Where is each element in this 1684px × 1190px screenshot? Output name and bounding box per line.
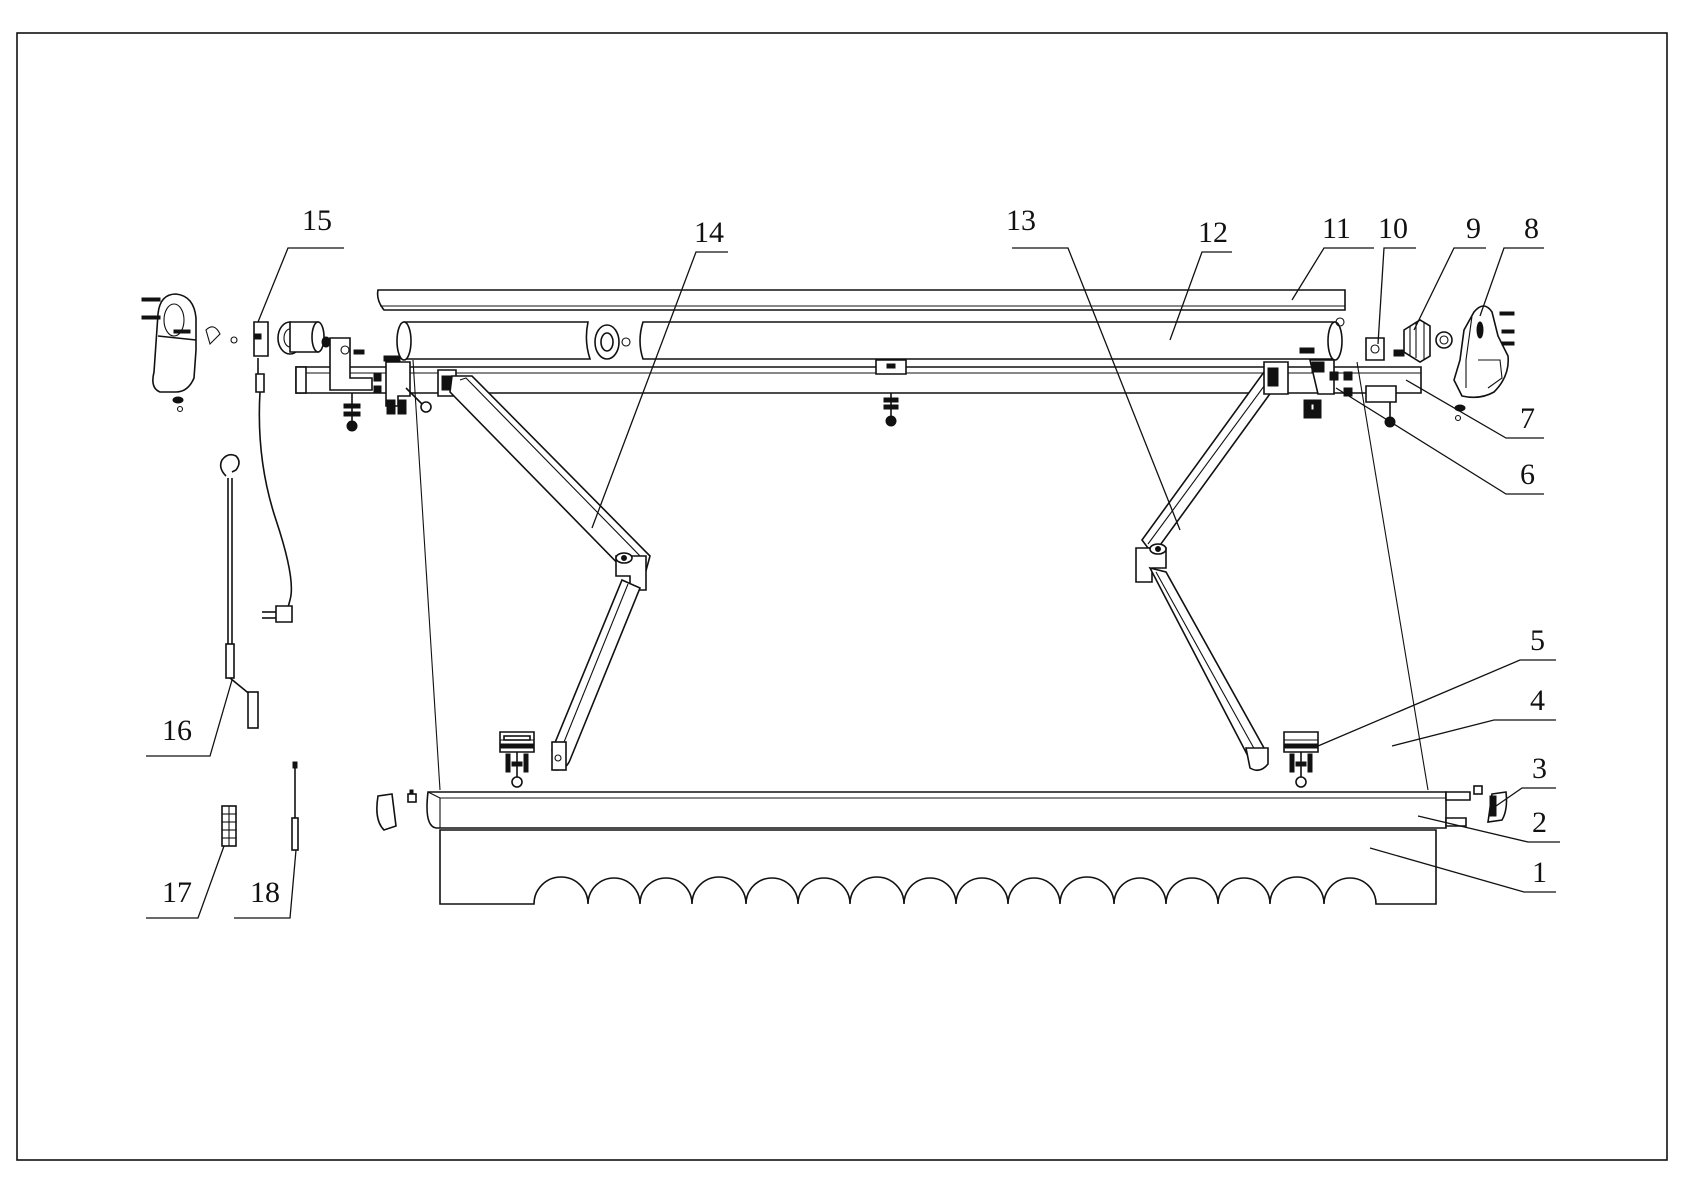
roller-tube-part-12: [396, 321, 1343, 361]
rod-part-18: [291, 761, 299, 851]
callout-7: 7: [1520, 402, 1535, 435]
callout-5: 5: [1530, 624, 1545, 657]
callout-13: 13: [1006, 204, 1036, 237]
callout-15: 15: [302, 204, 332, 237]
right-arm-part-13: [1135, 370, 1282, 772]
callout-1: 1: [1532, 856, 1547, 889]
left-wall-bracket: [329, 337, 401, 432]
callout-10: 10: [1378, 212, 1408, 245]
strap-part-17: [221, 805, 237, 847]
crank-handle-part-16: [219, 453, 259, 729]
fabric-edges: [412, 359, 1429, 791]
callout-labels: 1 2 3 4 5 6 7 8 9 10 11 12 13 14 15 16 1…: [162, 204, 1547, 909]
callout-6: 6: [1520, 458, 1535, 491]
drawing-border: [16, 32, 1668, 1161]
callout-2: 2: [1532, 806, 1547, 839]
leader-lines: [146, 247, 1560, 919]
callout-4: 4: [1530, 684, 1545, 717]
callout-14: 14: [694, 216, 724, 249]
callout-16: 16: [162, 714, 192, 747]
right-end-cap-part-3: [1473, 785, 1508, 823]
left-end-cap: [376, 789, 417, 831]
callout-8: 8: [1524, 212, 1539, 245]
callout-3: 3: [1532, 752, 1547, 785]
callout-17: 17: [162, 876, 192, 909]
left-arm-part-14: [449, 375, 651, 771]
square-bar-part-7: [295, 359, 1422, 427]
front-bar-part-2: [426, 791, 1471, 829]
right-arm-shoe-part-5: [1283, 731, 1319, 788]
valance-part-1: [439, 829, 1437, 905]
cover-part-11: [376, 289, 1346, 311]
left-arm-shoe: [499, 731, 535, 788]
callout-11: 11: [1322, 212, 1351, 245]
left-side-cover: [141, 293, 238, 413]
end-plug-part-9: [1403, 319, 1453, 363]
right-side-cover-part-8: [1453, 305, 1515, 422]
right-arm-mount-part-6: [1263, 347, 1353, 419]
callout-18: 18: [250, 876, 280, 909]
callout-12: 12: [1198, 216, 1228, 249]
motor-part-15: [253, 321, 331, 623]
callout-9: 9: [1466, 212, 1481, 245]
